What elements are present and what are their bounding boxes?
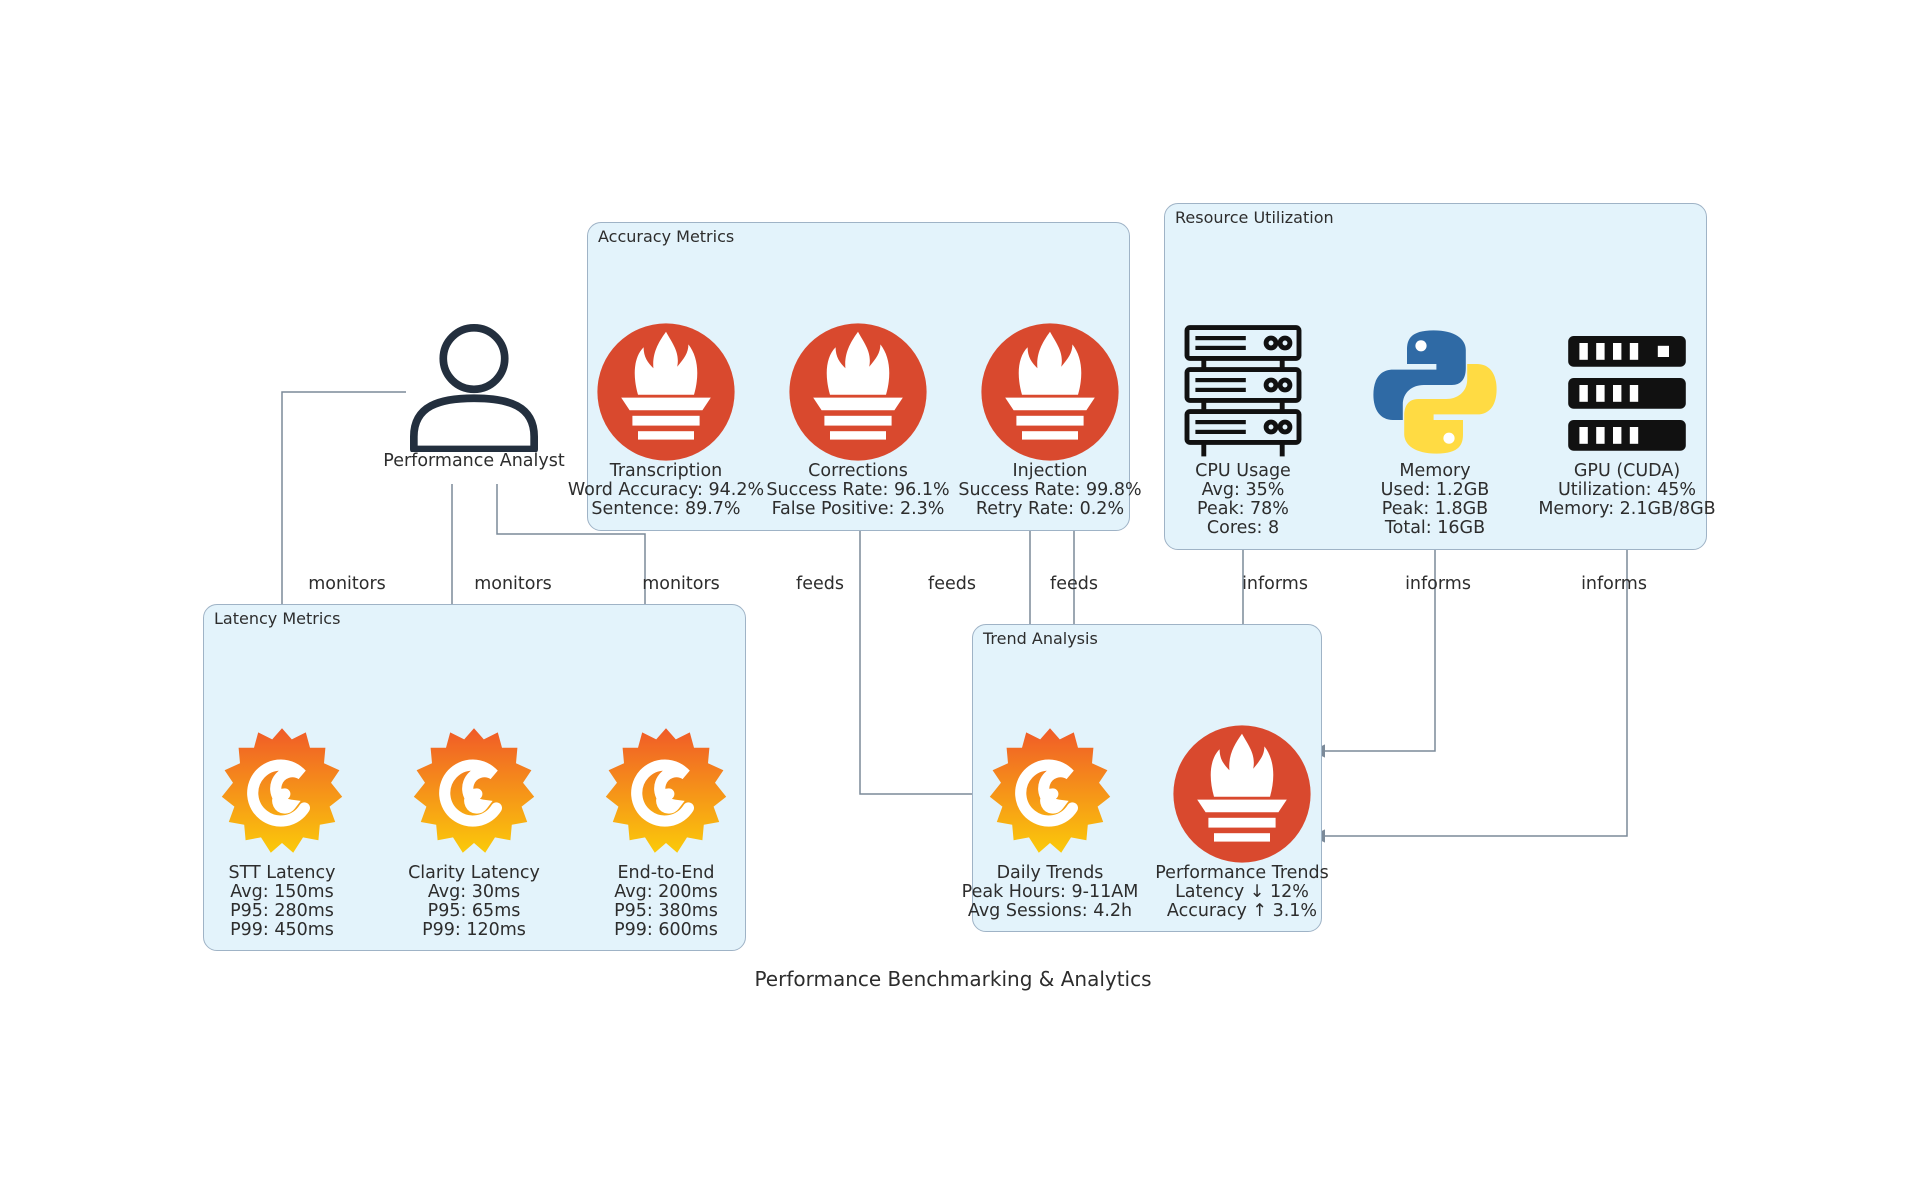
node-label: Corrections	[808, 461, 908, 481]
daily-trends-node[interactable]: Daily Trends Peak Hours: 9-11AM Avg Sess…	[920, 724, 1180, 921]
edge-label-feeds: feeds	[928, 574, 976, 594]
grafana-icon	[596, 724, 736, 864]
cluster-title: Latency Metrics	[214, 609, 341, 628]
node-metric: Cores: 8	[1206, 518, 1280, 538]
node-label: Daily Trends	[996, 863, 1104, 883]
node-label: Transcription	[609, 461, 723, 481]
node-metric: Avg Sessions: 4.2h	[967, 901, 1133, 921]
cluster-title: Resource Utilization	[1175, 208, 1334, 227]
node-label: Clarity Latency	[408, 863, 540, 883]
node-metric: False Positive: 2.3%	[771, 499, 945, 519]
node-label: Memory	[1399, 461, 1471, 481]
edge-label-feeds: feeds	[796, 574, 844, 594]
node-metric: Peak: 78%	[1197, 499, 1289, 519]
prometheus-icon	[788, 322, 928, 462]
node-metric: Avg: 35%	[1201, 480, 1285, 500]
node-metric: Word Accuracy: 94.2%	[567, 480, 765, 500]
cpu-usage-node[interactable]: CPU Usage Avg: 35% Peak: 78% Cores: 8	[1113, 322, 1373, 538]
node-metric: Utilization: 45%	[1557, 480, 1697, 500]
edge-label-monitors: monitors	[642, 574, 720, 594]
node-metric: Success Rate: 96.1%	[766, 480, 950, 500]
node-metric: Memory: 2.1GB/8GB	[1538, 499, 1716, 519]
node-metric: P99: 450ms	[230, 920, 334, 940]
node-label: CPU Usage	[1195, 461, 1291, 481]
node-metric: Avg: 150ms	[230, 882, 334, 902]
gpu-cuda-node[interactable]: GPU (CUDA) Utilization: 45% Memory: 2.1G…	[1497, 322, 1757, 519]
node-metric: Used: 1.2GB	[1380, 480, 1490, 500]
corrections-node[interactable]: Corrections Success Rate: 96.1% False Po…	[728, 322, 988, 519]
edge-label-monitors: monitors	[308, 574, 386, 594]
node-metric: Avg: 200ms	[614, 882, 718, 902]
prometheus-icon	[980, 322, 1120, 462]
node-metric: Peak Hours: 9-11AM	[961, 882, 1139, 902]
node-label: STT Latency	[228, 863, 336, 883]
server-rack-icon	[1173, 322, 1313, 462]
edge-feeds-corrections	[859, 521, 987, 801]
node-label: GPU (CUDA)	[1573, 461, 1681, 481]
edge-label-informs: informs	[1581, 574, 1647, 594]
prometheus-icon	[596, 322, 736, 462]
node-metric: Latency ↓ 12%	[1175, 882, 1309, 902]
performance-trends-node[interactable]: Performance Trends Latency ↓ 12% Accurac…	[1112, 724, 1372, 921]
cluster-title: Accuracy Metrics	[598, 227, 735, 246]
node-metric: Avg: 30ms	[427, 882, 521, 902]
grafana-icon	[980, 724, 1120, 864]
edge-monitors-e2e	[496, 484, 652, 646]
node-label: Performance Analyst	[383, 451, 565, 471]
memory-node[interactable]: Memory Used: 1.2GB Peak: 1.8GB Total: 16…	[1305, 322, 1565, 538]
node-metric: P95: 280ms	[230, 901, 334, 921]
cluster-title: Trend Analysis	[983, 629, 1098, 648]
edge-label-feeds: feeds	[1050, 574, 1098, 594]
node-label: End-to-End	[617, 863, 715, 883]
stt-latency-node[interactable]: STT Latency Avg: 150ms P95: 280ms P99: 4…	[152, 724, 412, 940]
edge-monitors-stt	[275, 391, 406, 646]
python-icon	[1365, 322, 1505, 462]
performance-analyst-node[interactable]: Performance Analyst	[344, 324, 604, 471]
gpu-icon	[1557, 322, 1697, 462]
node-metric: P95: 65ms	[427, 901, 521, 921]
end-to-end-node[interactable]: End-to-End Avg: 200ms P95: 380ms P99: 60…	[536, 724, 796, 940]
node-label: Injection	[1012, 461, 1088, 481]
edge-label-monitors: monitors	[474, 574, 552, 594]
node-metric: P99: 120ms	[422, 920, 526, 940]
node-metric: P95: 380ms	[614, 901, 718, 921]
node-metric: Retry Rate: 0.2%	[975, 499, 1125, 519]
grafana-icon	[212, 724, 352, 864]
edge-informs-gpu	[1311, 521, 1628, 843]
node-label: Performance Trends	[1155, 863, 1329, 883]
node-metric: Sentence: 89.7%	[591, 499, 741, 519]
node-metric: Peak: 1.8GB	[1381, 499, 1489, 519]
edge-label-informs: informs	[1405, 574, 1471, 594]
node-metric: Accuracy ↑ 3.1%	[1166, 901, 1318, 921]
clarity-latency-node[interactable]: Clarity Latency Avg: 30ms P95: 65ms P99:…	[344, 724, 604, 940]
edge-informs-memory	[1311, 540, 1436, 758]
node-metric: Total: 16GB	[1384, 518, 1486, 538]
grafana-icon	[404, 724, 544, 864]
node-metric: P99: 600ms	[614, 920, 718, 940]
injection-node[interactable]: Injection Success Rate: 99.8% Retry Rate…	[920, 322, 1180, 519]
prometheus-icon	[1172, 724, 1312, 864]
edge-label-informs: informs	[1242, 574, 1308, 594]
node-metric: Success Rate: 99.8%	[958, 480, 1142, 500]
transcription-node[interactable]: Transcription Word Accuracy: 94.2% Sente…	[536, 322, 796, 519]
diagram-title: Performance Benchmarking & Analytics	[754, 967, 1152, 991]
user-icon	[410, 324, 538, 452]
